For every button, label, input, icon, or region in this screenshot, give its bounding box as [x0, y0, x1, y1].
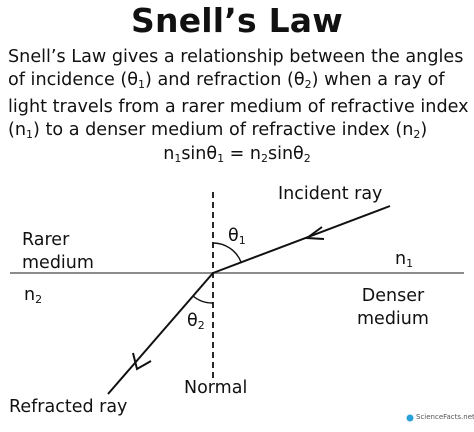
description-line-4: (n1) to a denser medium of refractive in…	[8, 119, 428, 141]
theta1-arc	[212, 242, 242, 263]
incident-ray-arrow	[304, 226, 325, 240]
refracted-ray-label: Refracted ray	[9, 397, 128, 417]
normal-label: Normal	[184, 378, 248, 398]
page-title: Snell’s Law	[131, 1, 343, 40]
theta2-arc	[192, 295, 214, 304]
refracted-ray-arrow	[132, 352, 152, 371]
description-line-3: light travels from a rarer medium of ref…	[8, 97, 469, 117]
refracted-ray	[107, 272, 214, 395]
n2-label: n2	[24, 285, 43, 306]
theta2-label: θ2	[187, 311, 205, 332]
description-paragraph: Snell’s Law gives a relationship between…	[8, 46, 470, 146]
snells-law-equation: n1sinθ1 = n2sinθ2	[163, 144, 311, 165]
theta1-label: θ1	[228, 226, 246, 247]
description-line-2: of incidence (θ1) and refraction (θ2) wh…	[8, 69, 445, 91]
n1-label: n1	[395, 249, 414, 270]
incident-ray	[212, 205, 391, 274]
description-line-1: Snell’s Law gives a relationship between…	[8, 47, 464, 67]
incident-ray-label: Incident ray	[278, 184, 383, 204]
sciencefacts-logo: ScienceFacts.net	[416, 413, 474, 421]
logo-mark	[406, 414, 414, 422]
